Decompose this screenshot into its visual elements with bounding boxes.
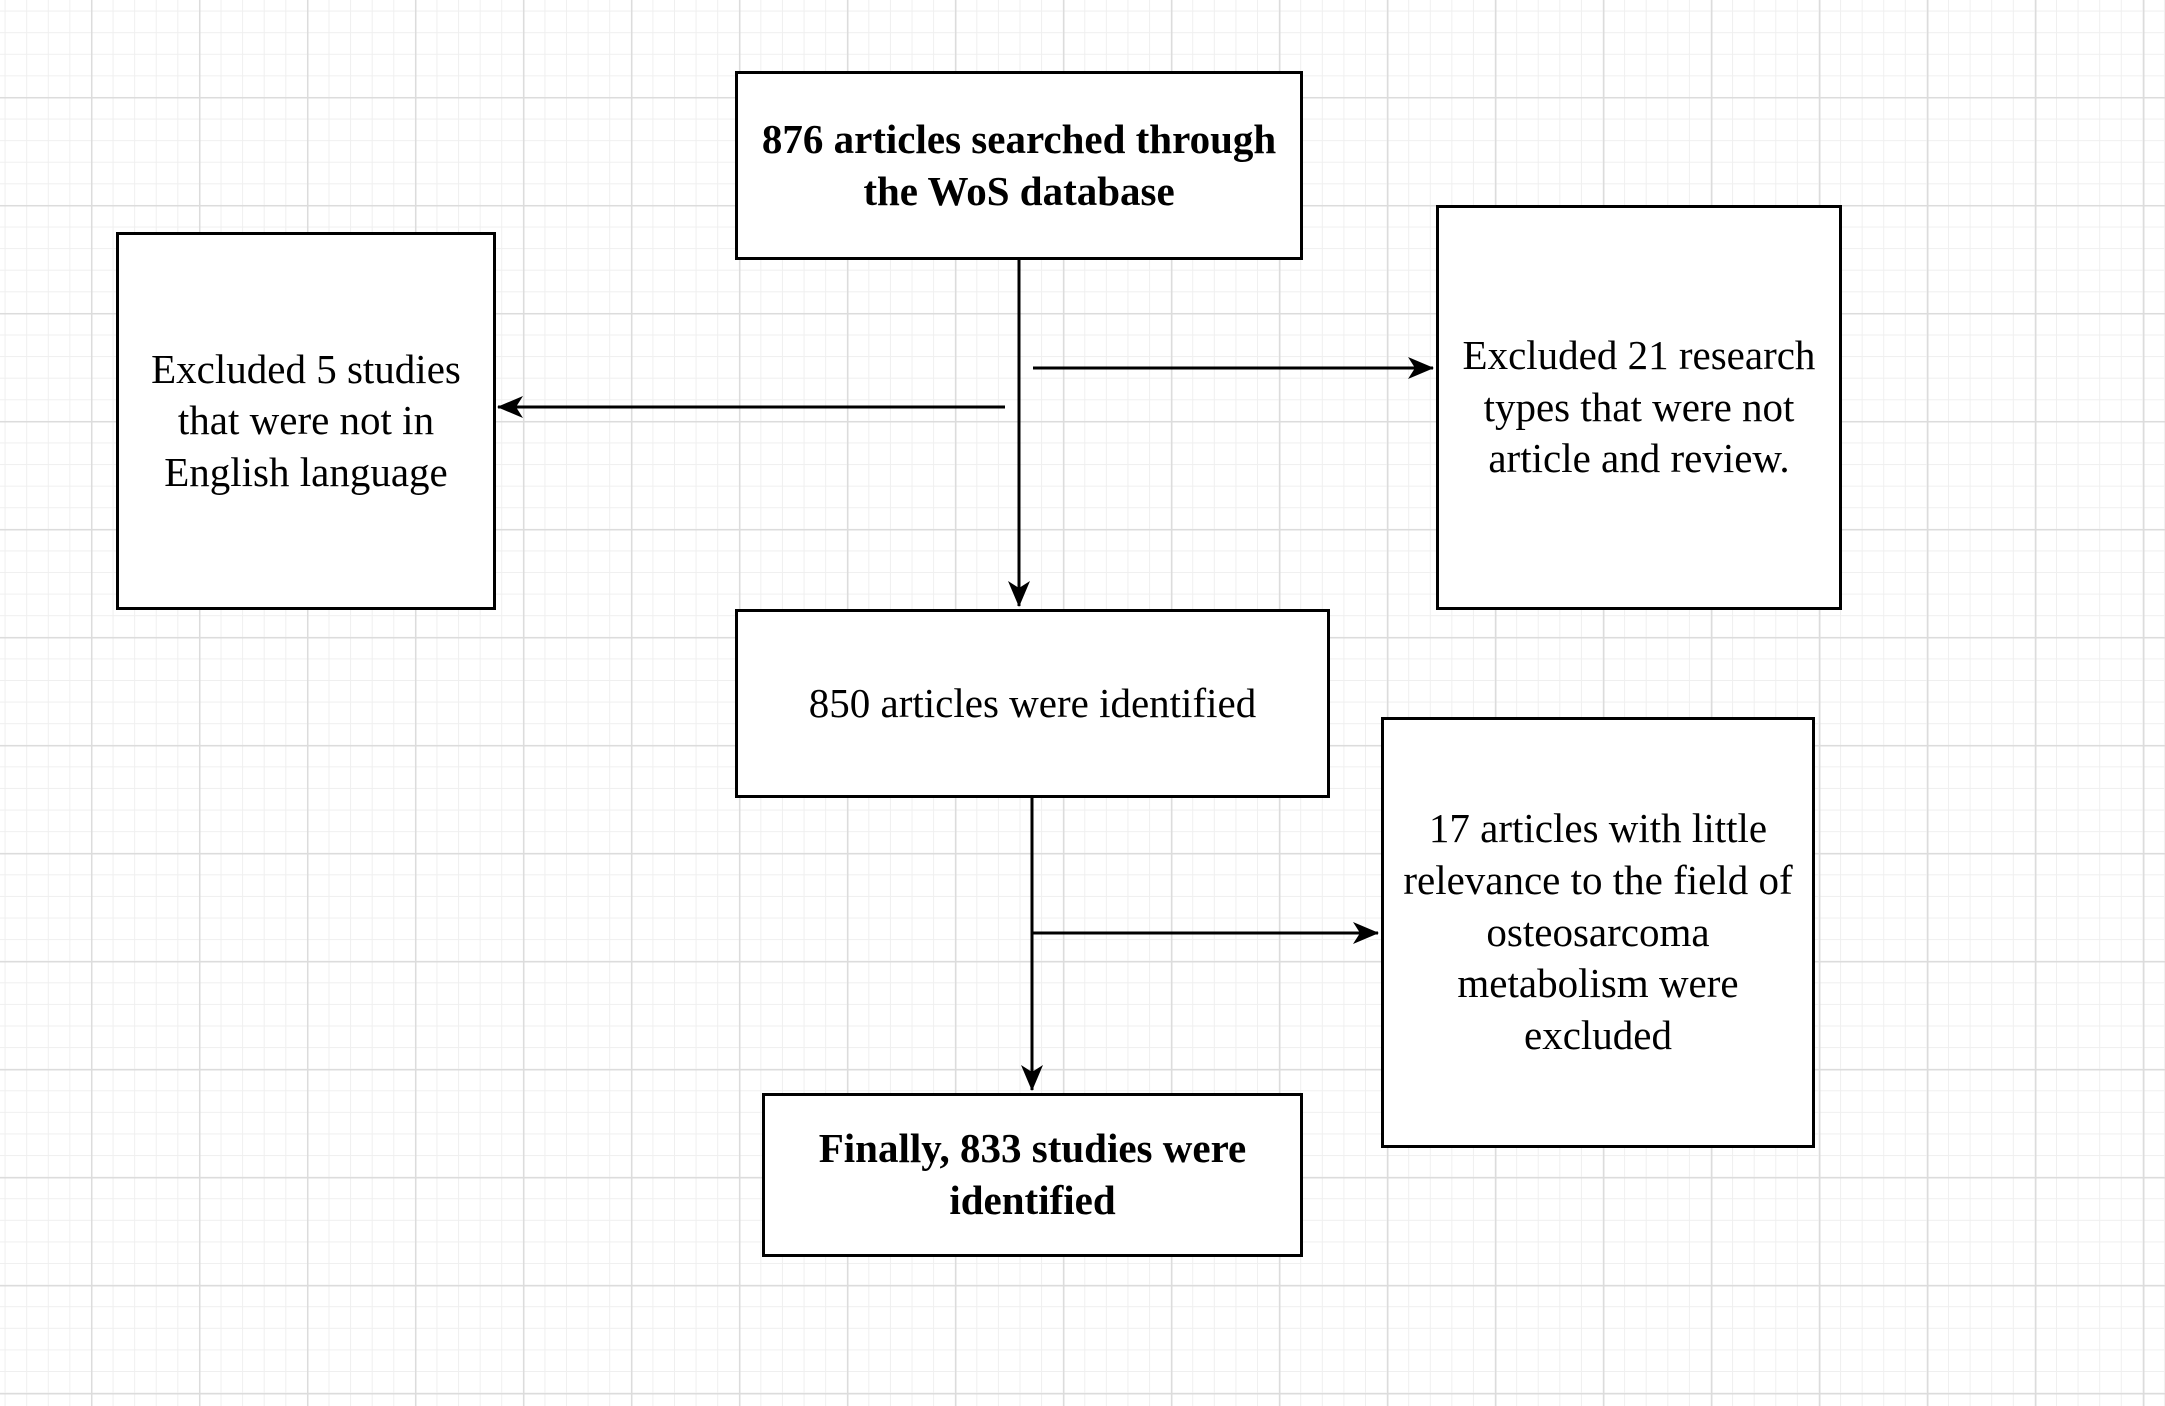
node-excluded-relevance-label: 17 articles with little relevance to the…: [1403, 805, 1793, 1058]
node-articles-searched-label: 876 articles searched through the WoS da…: [761, 115, 1277, 214]
arrowhead-excluded-language: [497, 396, 523, 418]
node-final-studies: Finally, 833 studies were identified: [762, 1093, 1303, 1257]
node-excluded-language-label: Excluded 5 studies that were not in Engl…: [151, 345, 461, 495]
node-articles-identified: 850 articles were identified: [735, 609, 1330, 798]
node-final-studies-label: Finally, 833 studies were identified: [818, 1125, 1247, 1223]
arrowhead-final: [1021, 1065, 1043, 1091]
node-excluded-research-types-label: Excluded 21 research types that were not…: [1462, 332, 1816, 482]
arrowhead-excluded-types: [1408, 357, 1434, 379]
arrowhead-excluded-relevance: [1353, 922, 1379, 944]
node-articles-searched: 876 articles searched through the WoS da…: [735, 71, 1303, 260]
node-excluded-relevance: 17 articles with little relevance to the…: [1381, 717, 1815, 1148]
node-articles-identified-label: 850 articles were identified: [808, 679, 1257, 726]
node-excluded-research-types: Excluded 21 research types that were not…: [1436, 205, 1842, 610]
arrowhead-identified: [1008, 581, 1030, 607]
node-excluded-language: Excluded 5 studies that were not in Engl…: [116, 232, 496, 610]
